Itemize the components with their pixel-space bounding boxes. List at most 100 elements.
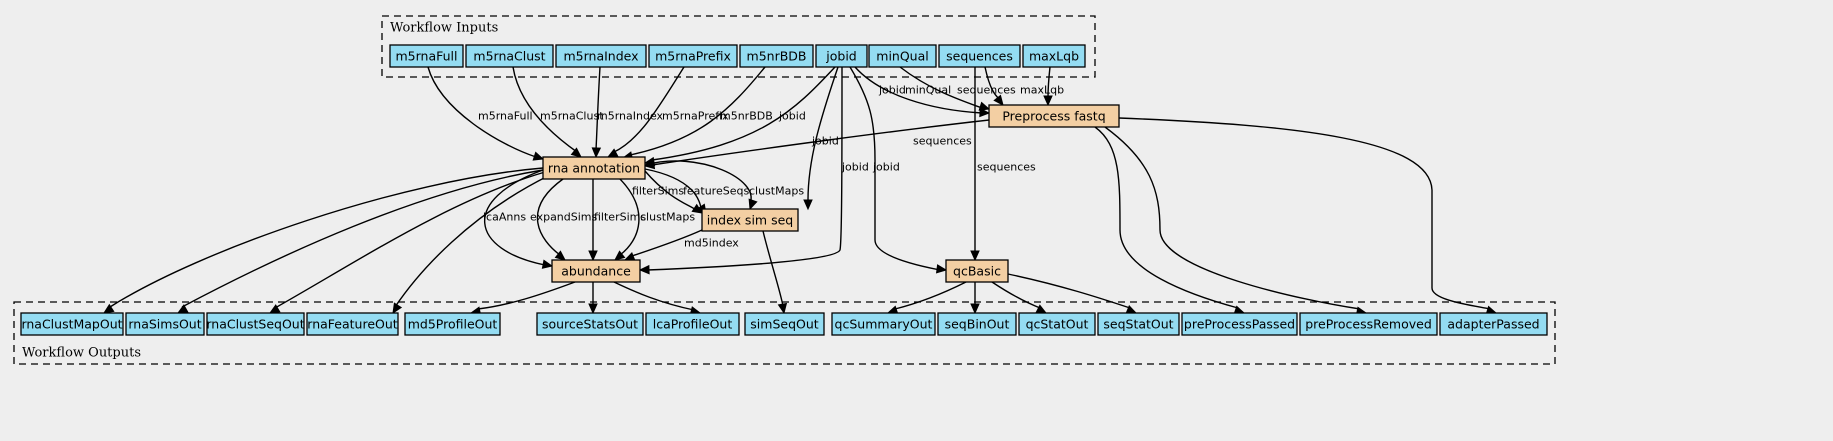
edge-line	[651, 119, 990, 166]
edge-line	[613, 281, 695, 311]
node-label: adapterPassed	[1447, 317, 1539, 332]
output-node-adapterPassed[interactable]: adapterPassed	[1439, 312, 1548, 336]
node-box[interactable]	[1439, 312, 1548, 336]
input-node-maxLqb[interactable]: maxLqb	[1022, 44, 1086, 68]
edge-maxLqb-to-preprocess	[1043, 66, 1053, 107]
node-box[interactable]	[306, 312, 399, 336]
node-box[interactable]	[1181, 312, 1298, 336]
node-box[interactable]	[404, 312, 501, 336]
node-box[interactable]	[868, 44, 937, 68]
edge-line	[427, 66, 537, 158]
node-label: qcSummaryOut	[835, 317, 933, 332]
output-node-seqStatOut[interactable]: seqStatOut	[1097, 312, 1180, 336]
output-node-preProcessRemoved[interactable]: preProcessRemoved	[1299, 312, 1438, 336]
node-box[interactable]	[744, 312, 825, 336]
input-node-m5rnaIndex[interactable]: m5rnaIndex	[555, 44, 647, 68]
node-box[interactable]	[125, 312, 205, 336]
output-node-md5ProfileOut[interactable]: md5ProfileOut	[404, 312, 501, 336]
node-box[interactable]	[648, 44, 738, 68]
node-box[interactable]	[1299, 312, 1438, 336]
input-node-sequences[interactable]: sequences	[938, 44, 1021, 68]
edge-rna-to-rnaFeatureOut	[392, 175, 549, 315]
output-node-rnaSimsOut[interactable]: rnaSimsOut	[125, 312, 205, 336]
output-node-rnaClustSeqOut[interactable]: rnaClustSeqOut	[206, 312, 305, 336]
step-node-preprocess[interactable]: Preprocess fastq	[988, 104, 1120, 128]
output-node-qcSummaryOut[interactable]: qcSummaryOut	[831, 312, 936, 336]
edge-label: sequences	[913, 135, 972, 148]
node-box[interactable]	[938, 44, 1021, 68]
edge-m5rnaClust-to-rna	[512, 66, 582, 158]
edge-line	[619, 178, 640, 256]
edge-label: md5index	[684, 237, 739, 250]
node-box[interactable]	[937, 312, 1017, 336]
node-box[interactable]	[988, 104, 1120, 128]
edge-label: m5rnaPrefix	[662, 110, 729, 123]
edge-sequences-to-qcbasic	[970, 67, 980, 262]
edge-line	[613, 66, 685, 153]
output-node-rnaFeatureOut[interactable]: rnaFeatureOut	[306, 312, 399, 336]
node-box[interactable]	[542, 156, 646, 180]
node-box[interactable]	[555, 44, 647, 68]
arrowhead-icon	[638, 264, 650, 275]
edge-label: expandSims	[530, 211, 598, 224]
input-node-jobid[interactable]: jobid	[815, 44, 868, 68]
edge-jobid-to-qcbasic	[849, 66, 948, 274]
node-box[interactable]	[645, 312, 740, 336]
input-node-m5rnaClust[interactable]: m5rnaClust	[465, 44, 554, 68]
node-box[interactable]	[1022, 44, 1086, 68]
node-box[interactable]	[389, 44, 464, 68]
input-node-m5rnaPrefix[interactable]: m5rnaPrefix	[648, 44, 738, 68]
input-node-m5rnaFull[interactable]: m5rnaFull	[389, 44, 464, 68]
node-box[interactable]	[1097, 312, 1180, 336]
output-node-lcaProfileOut[interactable]: lcaProfileOut	[645, 312, 740, 336]
edge-label: jobid	[878, 84, 906, 97]
node-label: qcStatOut	[1026, 317, 1089, 332]
edge-m5rnaFull-to-rna	[427, 66, 545, 161]
output-node-seqBinOut[interactable]: seqBinOut	[937, 312, 1017, 336]
node-box[interactable]	[20, 312, 124, 336]
input-node-m5nrBDB[interactable]: m5nrBDB	[739, 44, 814, 68]
node-label: m5nrBDB	[747, 49, 807, 64]
arrowhead-icon	[979, 107, 991, 118]
step-node-rna[interactable]: rna annotation	[542, 156, 646, 180]
edge-label: m5rnaClust	[540, 110, 604, 123]
edge-label: sequences	[977, 161, 1036, 174]
edge-line	[894, 281, 967, 310]
node-box[interactable]	[945, 259, 1009, 283]
output-node-rnaClustMapOut[interactable]: rnaClustMapOut	[20, 312, 124, 336]
node-label: qcBasic	[953, 264, 1001, 279]
output-node-sourceStatsOut[interactable]: sourceStatsOut	[536, 312, 644, 336]
edge-label: jobid	[872, 161, 900, 174]
edge-abundance-to-md5ProfileOut	[469, 281, 576, 316]
edge-jobid-to-preprocess	[854, 66, 991, 118]
output-node-qcStatOut[interactable]: qcStatOut	[1018, 312, 1096, 336]
edge-label: m5rnaIndex	[597, 110, 664, 123]
node-box[interactable]	[815, 44, 868, 68]
node-label: abundance	[561, 264, 631, 279]
edge-preprocess-to-preProcessPassed	[1094, 126, 1246, 315]
node-box[interactable]	[739, 44, 814, 68]
node-label: rnaFeatureOut	[307, 317, 397, 332]
edge-line	[512, 66, 578, 153]
edge-label: filterSims	[594, 211, 646, 224]
edge-line	[807, 66, 839, 201]
node-box[interactable]	[206, 312, 305, 336]
node-box[interactable]	[465, 44, 554, 68]
node-box[interactable]	[551, 259, 641, 283]
edge-line	[1007, 273, 1131, 309]
edge-rna-to-abundance	[536, 178, 566, 261]
output-node-preProcessPassed[interactable]: preProcessPassed	[1181, 312, 1298, 336]
output-node-simSeqOut[interactable]: simSeqOut	[744, 312, 825, 336]
node-box[interactable]	[536, 312, 644, 336]
node-box[interactable]	[1018, 312, 1096, 336]
arrowhead-icon	[588, 303, 598, 315]
node-box[interactable]	[831, 312, 936, 336]
node-box[interactable]	[701, 208, 799, 232]
input-node-minQual[interactable]: minQual	[868, 44, 937, 68]
step-node-abundance[interactable]: abundance	[551, 259, 641, 283]
step-node-qcbasic[interactable]: qcBasic	[945, 259, 1009, 283]
edge-line	[854, 66, 983, 114]
step-node-indexsim[interactable]: index sim seq	[701, 208, 799, 232]
node-label: sequences	[946, 49, 1013, 64]
arrowhead-icon	[614, 250, 626, 261]
